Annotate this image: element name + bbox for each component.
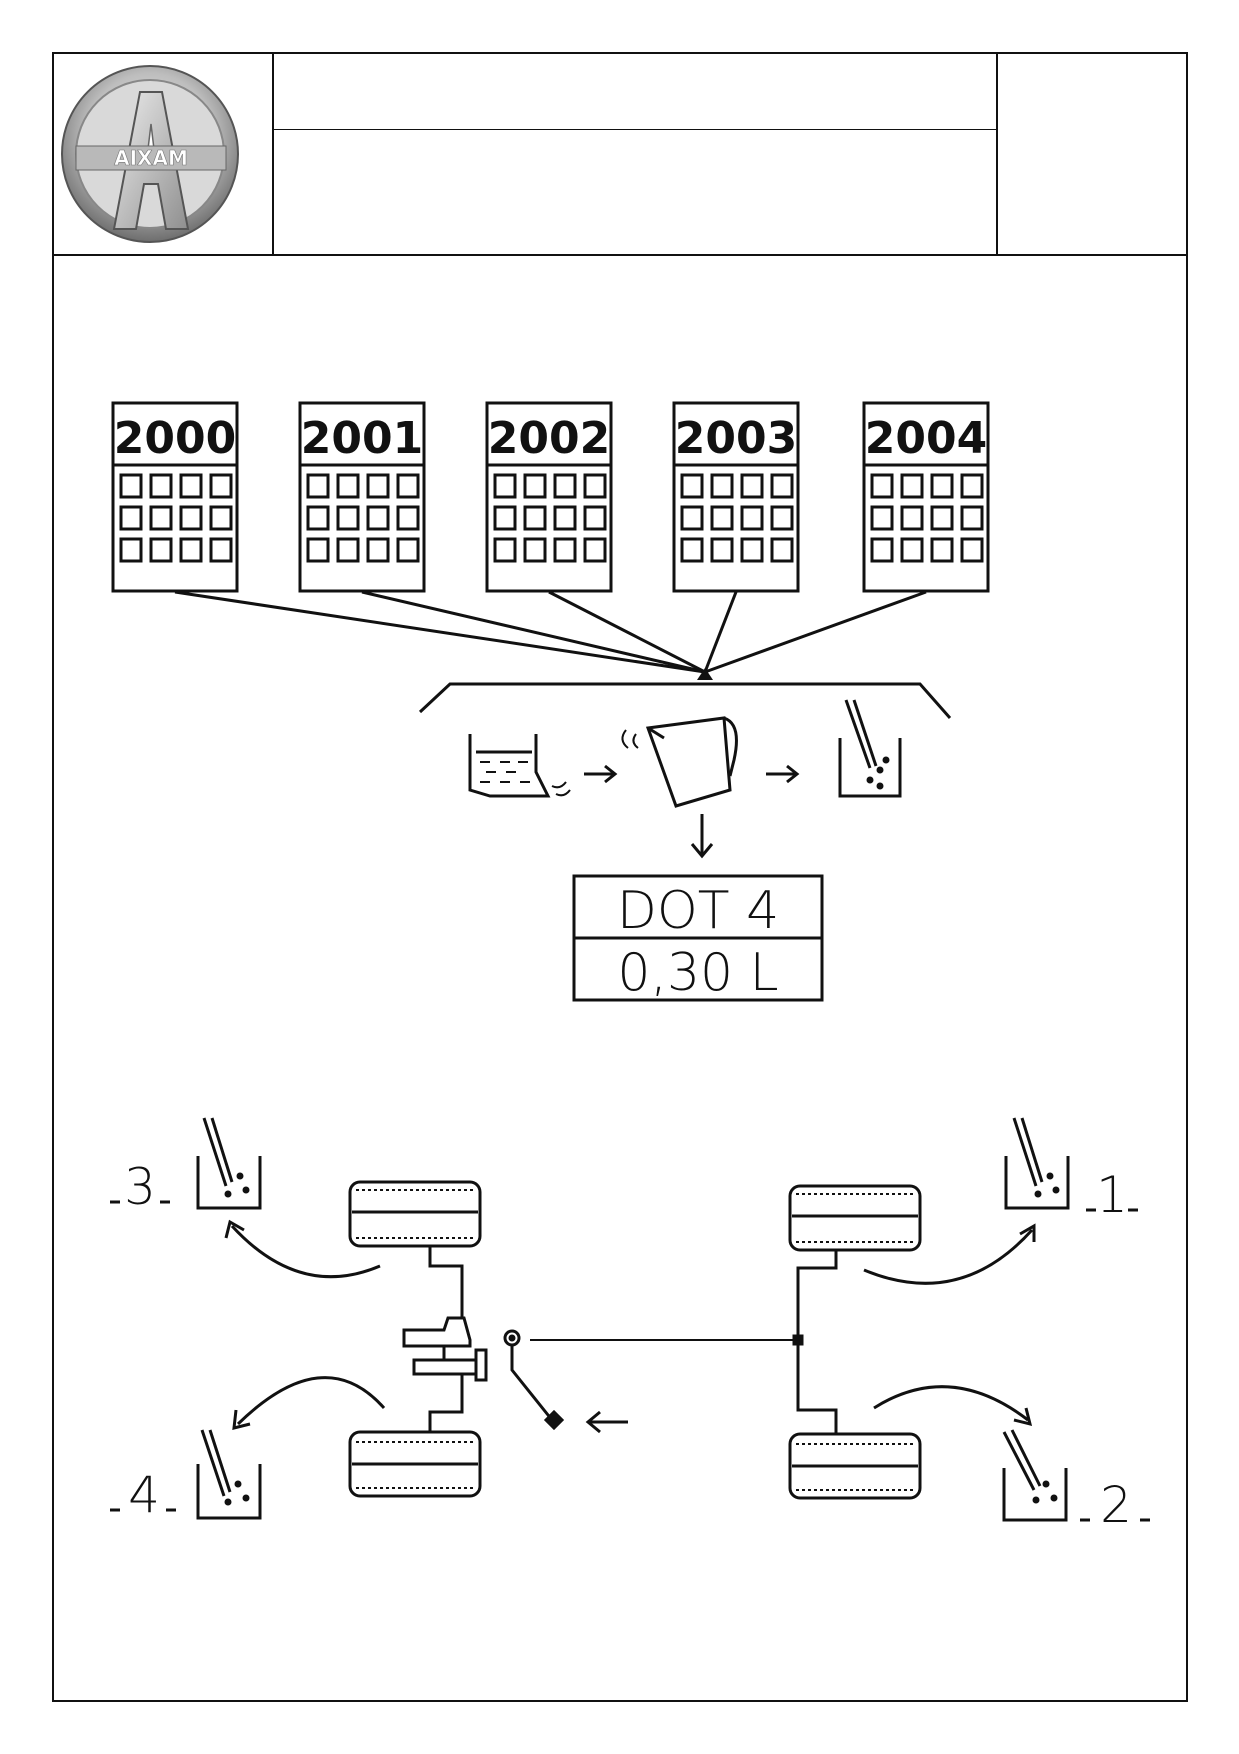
header-reference-cell [996,54,1188,256]
page-frame: AIXAM [52,52,1188,1702]
header-subtitle-cell [274,130,996,256]
aixam-logo-icon: AIXAM [61,65,239,243]
logo-text: AIXAM [114,146,188,170]
logo-cell: AIXAM [54,54,274,256]
header-title-cell [274,54,996,130]
